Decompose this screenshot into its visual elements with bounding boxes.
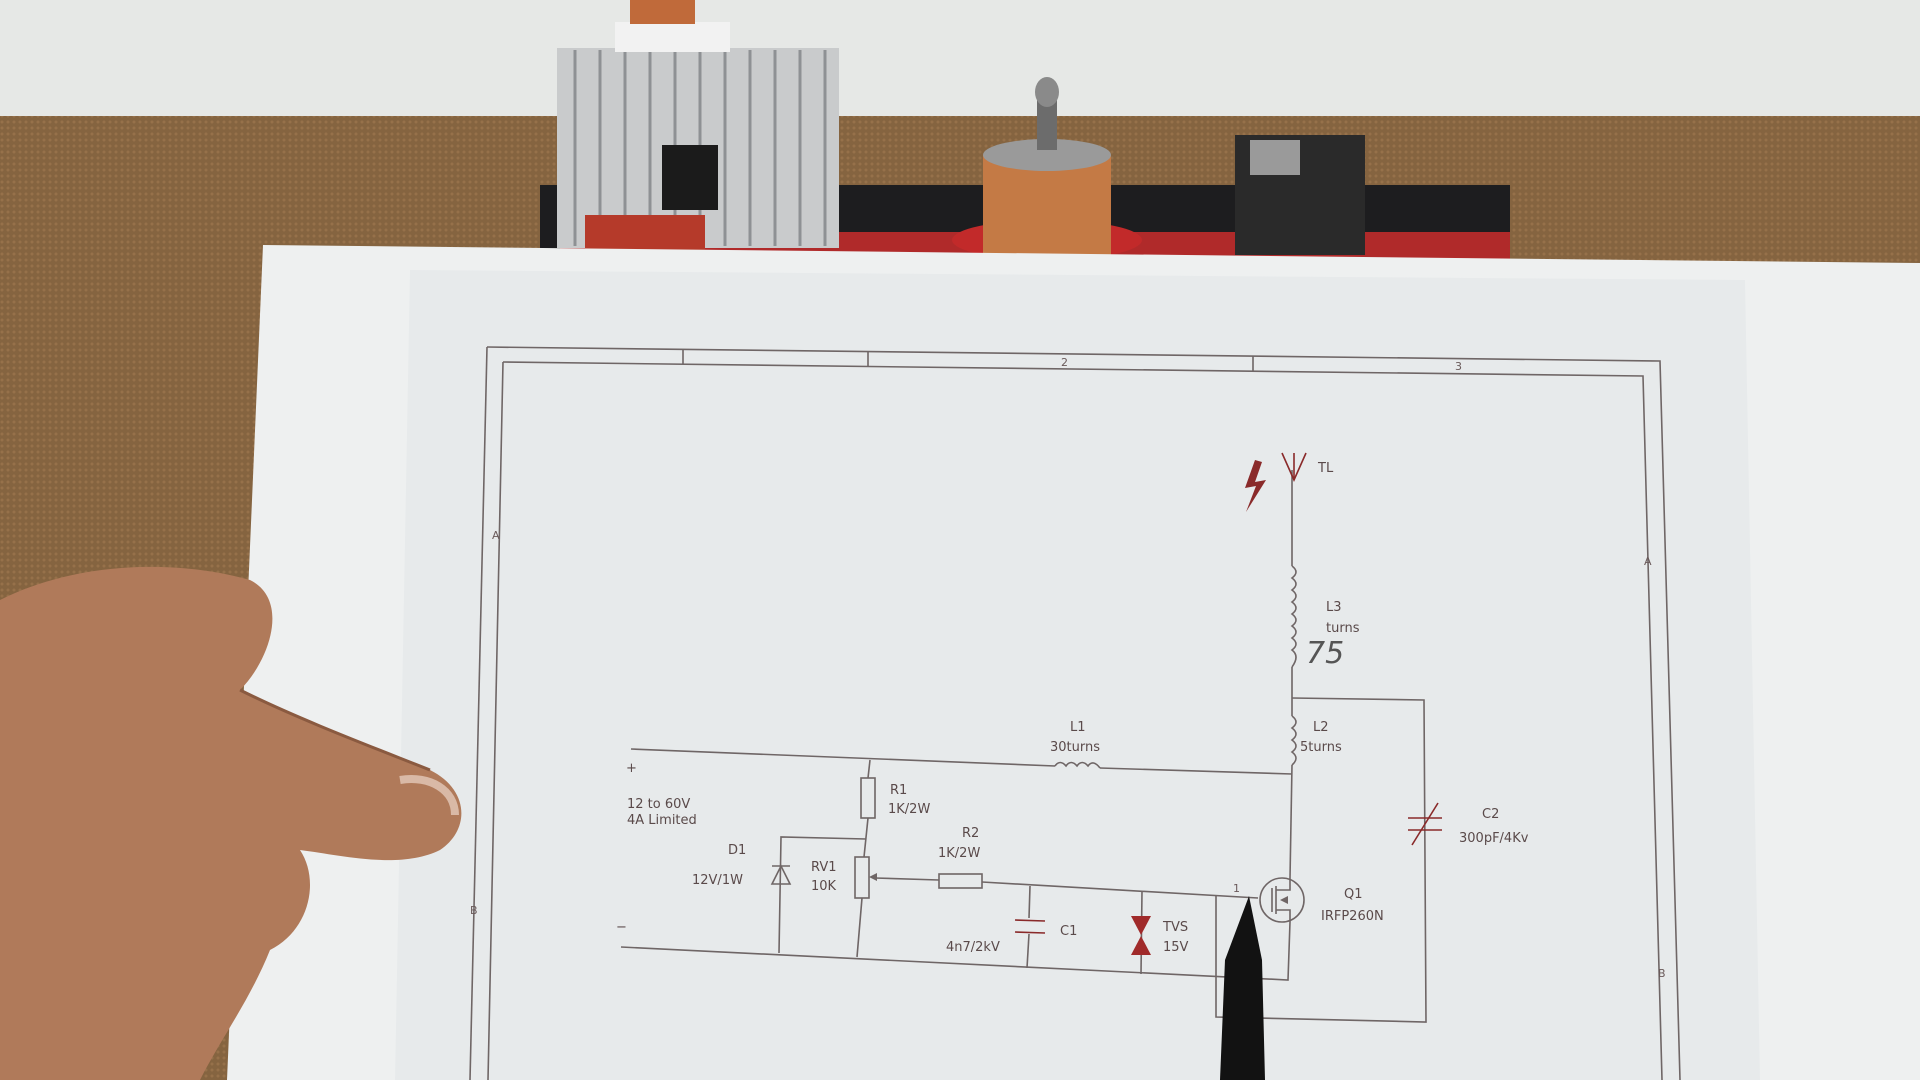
inductor-l3 <box>1290 565 1297 668</box>
inductor-l2 <box>1290 715 1297 766</box>
c2-ref: C2 <box>1482 807 1499 822</box>
inductor-l1 <box>1054 761 1101 769</box>
mosfet-q1 <box>1259 877 1305 923</box>
d1-ref: D1 <box>728 843 746 858</box>
hand <box>0 566 462 1080</box>
q1-value: IRFP260N <box>1321 909 1384 924</box>
border-col-3: 3 <box>1455 360 1462 373</box>
l3-handwritten-turns: 75 <box>1306 636 1344 671</box>
l2-ref: L2 <box>1313 720 1329 735</box>
r1-ref: R1 <box>890 783 907 798</box>
antenna-label: TL <box>1317 461 1334 476</box>
border-row-a-right: A <box>1644 555 1652 568</box>
tvs-diode <box>1131 916 1151 955</box>
supply-voltage: 12 to 60V <box>627 797 690 812</box>
supply-plus: + <box>626 761 637 776</box>
border-row-b-right: B <box>1658 967 1666 980</box>
high-voltage-icon <box>1245 460 1266 512</box>
heatsink <box>557 0 839 250</box>
c2-value: 300pF/4Kv <box>1459 831 1529 846</box>
wall <box>0 0 1920 120</box>
l2-value: 5turns <box>1300 740 1342 755</box>
resistor-r1 <box>860 777 876 819</box>
supply-current: 4A Limited <box>627 813 697 828</box>
supply-minus: − <box>616 920 627 935</box>
tvs-ref: TVS <box>1162 920 1188 935</box>
q1-ref: Q1 <box>1344 887 1363 902</box>
zener-diode-d1 <box>770 864 792 885</box>
potentiometer-rv1 <box>854 856 870 899</box>
antenna-icon <box>1281 452 1307 482</box>
resistor-r2 <box>938 873 983 889</box>
l3-ref: L3 <box>1326 600 1342 615</box>
d1-value: 12V/1W <box>692 873 743 888</box>
border-col-2: 2 <box>1061 356 1068 369</box>
l3-value: turns <box>1326 621 1360 636</box>
r2-value: 1K/2W <box>938 846 980 861</box>
pen <box>1220 896 1265 1080</box>
variable-capacitor-c2 <box>1408 802 1442 846</box>
l1-ref: L1 <box>1070 720 1086 735</box>
border-row-a-left: A <box>492 529 500 542</box>
l1-value: 30turns <box>1050 740 1100 755</box>
c1-value: 4n7/2kV <box>946 940 1000 955</box>
r1-value: 1K/2W <box>888 802 930 817</box>
q1-pin-1: 1 <box>1233 882 1240 895</box>
border-row-b-left: B <box>470 904 478 917</box>
rv1-ref: RV1 <box>811 860 837 875</box>
rv1-value: 10K <box>811 879 837 894</box>
schematic-border: 2 3 A B A B <box>469 346 1681 1080</box>
tesla-coil <box>952 77 1142 260</box>
c1-ref: C1 <box>1060 924 1077 939</box>
r2-ref: R2 <box>962 826 979 841</box>
capacitor-c1 <box>1014 919 1046 934</box>
tvs-value: 15V <box>1163 940 1189 955</box>
